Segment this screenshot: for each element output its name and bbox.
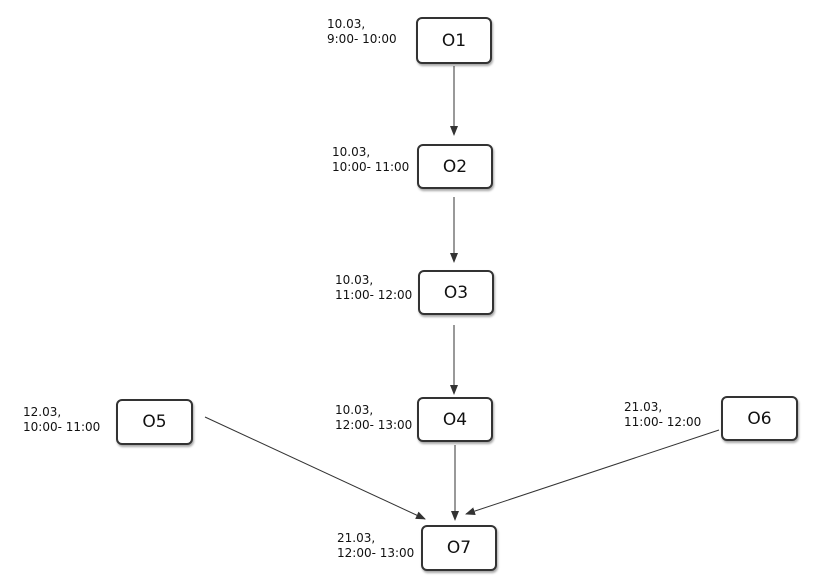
timestamp-date: 21.03, bbox=[624, 400, 663, 414]
edge-o5-o7 bbox=[204, 416, 426, 520]
node-label: O1 bbox=[441, 30, 467, 51]
node-o6[interactable]: O6 bbox=[721, 396, 798, 441]
timestamp-date: 10.03, bbox=[335, 403, 374, 417]
node-label: O2 bbox=[442, 156, 468, 177]
node-label: O7 bbox=[446, 538, 472, 558]
node-o4[interactable]: O4 bbox=[417, 397, 493, 442]
timestamp-o5: 12.03, 10:00- 11:00 bbox=[23, 405, 100, 435]
node-label: O4 bbox=[442, 409, 468, 430]
timestamp-date: 12.03, bbox=[23, 405, 62, 419]
node-o5[interactable]: O5 bbox=[116, 399, 193, 445]
timestamp-o6: 21.03, 11:00- 12:00 bbox=[624, 400, 701, 430]
node-o2[interactable]: O2 bbox=[417, 144, 493, 189]
node-label: O6 bbox=[747, 408, 772, 429]
node-o7[interactable]: O7 bbox=[421, 525, 497, 571]
timestamp-time: 12:00- 13:00 bbox=[335, 418, 413, 432]
timestamp-time: 11:00- 12:00 bbox=[624, 415, 702, 429]
timestamp-date: 10.03, bbox=[335, 273, 374, 287]
edge-o6-o7 bbox=[465, 429, 720, 515]
timestamp-o1: 10.03, 9:00- 10:00 bbox=[327, 17, 397, 47]
timestamp-date: 21.03, bbox=[337, 531, 376, 545]
timestamp-time: 11:00- 12:00 bbox=[335, 288, 413, 302]
timestamp-o3: 10.03, 11:00- 12:00 bbox=[335, 273, 412, 303]
timestamp-time: 10:00- 11:00 bbox=[332, 160, 410, 174]
timestamp-o7: 21.03, 12:00- 13:00 bbox=[337, 531, 414, 561]
node-o1[interactable]: O1 bbox=[416, 17, 492, 64]
node-o3[interactable]: O3 bbox=[418, 270, 494, 315]
timestamp-date: 10.03, bbox=[332, 145, 371, 159]
timestamp-time: 10:00- 11:00 bbox=[23, 420, 101, 434]
timestamp-o4: 10.03, 12:00- 13:00 bbox=[335, 403, 412, 433]
timestamp-date: 10.03, bbox=[327, 17, 366, 31]
timestamp-time: 9:00- 10:00 bbox=[327, 32, 397, 46]
timestamp-o2: 10.03, 10:00- 11:00 bbox=[332, 145, 409, 175]
node-label: O3 bbox=[443, 282, 469, 303]
timestamp-time: 12:00- 13:00 bbox=[337, 546, 415, 560]
node-label: O5 bbox=[142, 412, 167, 432]
